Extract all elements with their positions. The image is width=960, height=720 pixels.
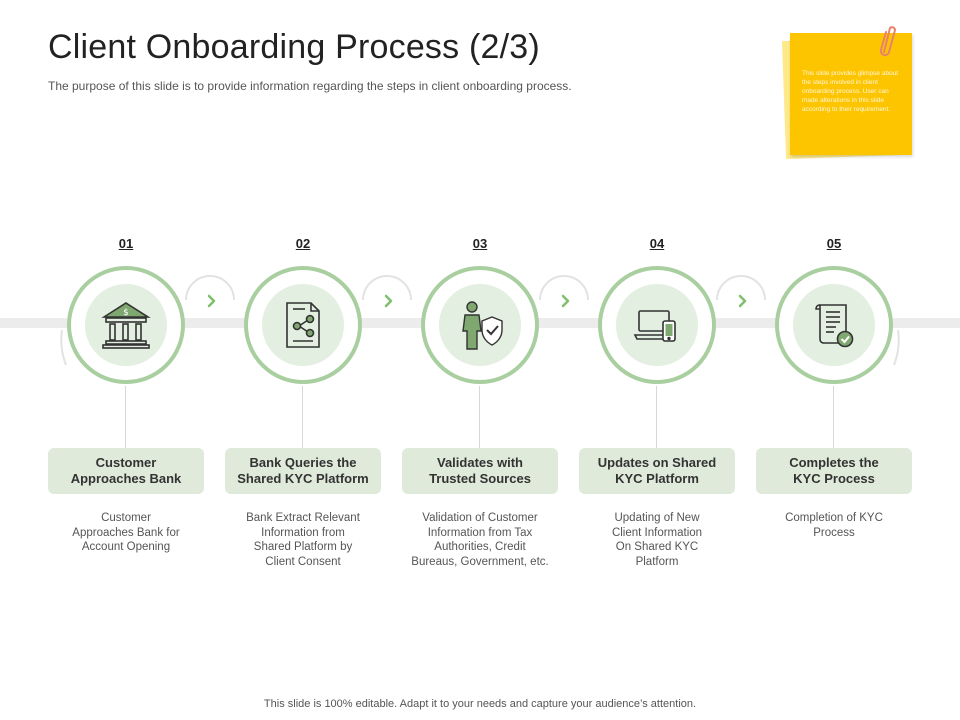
step-2: 02 Bank Queries the Shared KYC Platform … — [223, 0, 383, 720]
sticky-note-text: This slide provides glimpse about the st… — [802, 70, 899, 114]
step-label-line: Approaches Bank — [70, 471, 182, 486]
step-3: 03 Validates with Trusted Sources Valida… — [400, 0, 560, 720]
step-connector-line — [656, 386, 657, 448]
connector-arc-4 — [716, 275, 766, 301]
step-label: Bank Queries the Shared KYC Platform — [225, 448, 381, 494]
step-connector-line — [833, 386, 834, 448]
step-number: 03 — [472, 236, 488, 251]
step-ring — [775, 266, 893, 384]
chevron-right-icon — [561, 294, 570, 308]
step-icon-circle: $ — [85, 284, 167, 366]
connector-arc-2 — [362, 275, 412, 301]
step-label-line: Customer — [95, 455, 157, 470]
step-description: Completion of KYC Process — [785, 512, 883, 539]
footer-note: This slide is 100% editable. Adapt it to… — [263, 698, 697, 710]
step-label-line: Shared KYC Platform — [237, 471, 369, 486]
bank-icon: $ — [101, 302, 151, 349]
connector-arc-3 — [539, 275, 589, 301]
step-number: 04 — [649, 236, 665, 251]
chevron-right-icon — [207, 294, 216, 308]
step-label-line: KYC Platform — [615, 471, 699, 486]
step-1: 01 $ Customer Approaches Bank Customer A… — [46, 0, 206, 720]
step-icon-circle — [616, 284, 698, 366]
step-icon-circle — [793, 284, 875, 366]
sticky-note-paper: This slide provides glimpse about the st… — [790, 33, 912, 155]
step-number: 05 — [826, 236, 842, 251]
shared-document-icon — [286, 302, 320, 348]
connector-arc-1 — [185, 275, 235, 301]
step-description: Customer Approaches Bank for Account Ope… — [72, 512, 180, 553]
step-description: Updating of New Client Information On Sh… — [611, 512, 703, 568]
step-ring — [244, 266, 362, 384]
step-label: Completes the KYC Process — [756, 448, 912, 494]
step-ring: $ — [67, 266, 185, 384]
chevron-right-icon — [738, 294, 747, 308]
step-5: 05 Completes the KYC Process Completion … — [754, 0, 914, 720]
step-label-line: Bank Queries the — [249, 455, 357, 470]
step-connector-line — [125, 386, 126, 448]
step-icon-circle — [262, 284, 344, 366]
page-title: Client Onboarding Process (2/3) — [48, 28, 540, 66]
step-ring — [421, 266, 539, 384]
step-label: Updates on Shared KYC Platform — [579, 448, 735, 494]
laptop-phone-icon — [633, 310, 676, 342]
step-connector-line — [302, 386, 303, 448]
step-icon-circle — [439, 284, 521, 366]
step-label: Customer Approaches Bank — [48, 448, 204, 494]
step-label-line: Updates on Shared — [597, 455, 717, 470]
step-label: Validates with Trusted Sources — [402, 448, 558, 494]
sticky-note: This slide provides glimpse about the st… — [781, 33, 912, 160]
svg-text:$: $ — [123, 308, 129, 318]
page-subtitle: The purpose of this slide is to provide … — [48, 79, 572, 93]
step-label-line: Completes the — [789, 455, 879, 470]
chevron-right-icon — [384, 294, 393, 308]
person-shield-icon — [462, 301, 503, 350]
step-connector-line — [479, 386, 480, 448]
certificate-scroll-icon — [815, 304, 854, 348]
step-description: Validation of Customer Information from … — [411, 512, 549, 568]
step-label-line: Validates with — [437, 455, 523, 470]
step-number: 02 — [295, 236, 311, 251]
step-label-line: Trusted Sources — [429, 471, 531, 486]
step-ring — [598, 266, 716, 384]
step-label-line: KYC Process — [793, 471, 875, 486]
step-4: 04 Updates on Shared KYC Platform Updati… — [577, 0, 737, 720]
step-number: 01 — [118, 236, 134, 251]
outer-arc-right — [893, 329, 900, 366]
step-description: Bank Extract Relevant Information from S… — [246, 512, 360, 568]
outer-arc-left — [60, 329, 67, 366]
paperclip-icon — [879, 26, 896, 57]
